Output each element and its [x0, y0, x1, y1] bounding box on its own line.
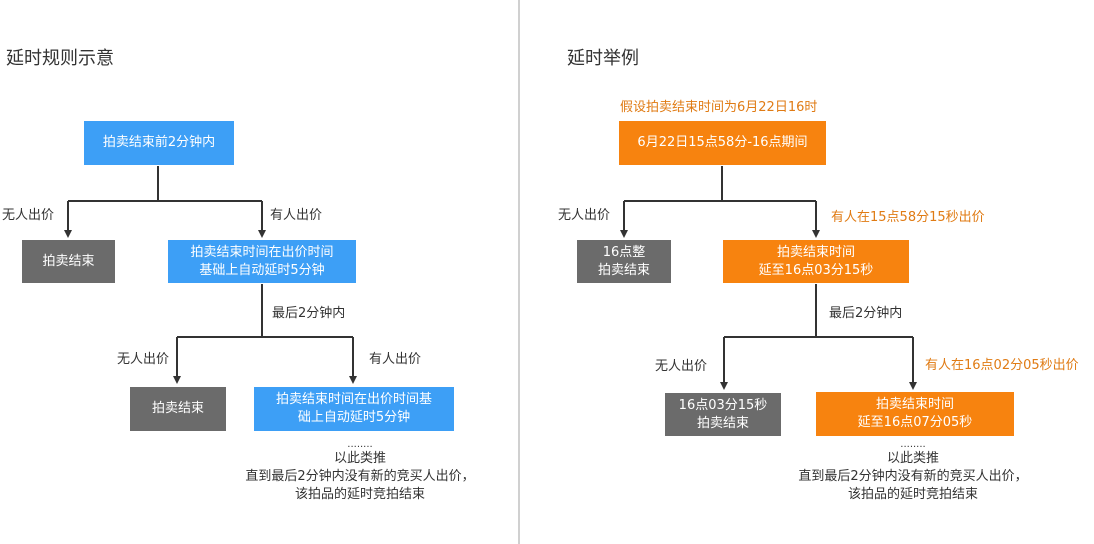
right-box-end-2-line2: 拍卖结束 [696, 415, 749, 431]
left-box-extend-2-line2: 础上自动延时5分钟 [297, 410, 411, 425]
right-box-end-1: 16点整 拍卖结束 [577, 240, 671, 283]
right-label-has-bid-2: 有人在16点02分05秒出价 [925, 358, 1079, 373]
left-box-end-1: 拍卖结束 [22, 240, 115, 283]
left-box-end-2-text: 拍卖结束 [151, 401, 204, 416]
left-label-has-bid-1: 有人出价 [270, 208, 323, 223]
left-note-line3: 该拍品的延时竞拍结束 [294, 487, 425, 502]
left-label-no-bid-1: 无人出价 [2, 208, 55, 223]
left-label-has-bid-2: 有人出价 [369, 352, 422, 367]
right-note-line2: 直到最后2分钟内没有新的竞买人出价， [798, 469, 1028, 484]
left-box-extend-1-line1: 拍卖结束时间在出价时间 [190, 244, 334, 260]
right-note-line3: 该拍品的延时竞拍结束 [847, 487, 978, 502]
right-box-end-2: 16点03分15秒 拍卖结束 [665, 393, 781, 436]
right-box-extend-1: 拍卖结束时间 延至16点03分15秒 [723, 240, 909, 283]
right-note: ........ 以此类推 直到最后2分钟内没有新的竞买人出价， 该拍品的延时竞… [758, 440, 1068, 504]
left-title: 延时规则示意 [6, 48, 114, 69]
right-title: 延时举例 [567, 48, 639, 69]
left-box-end-2: 拍卖结束 [130, 387, 226, 431]
right-note-line1: 以此类推 [886, 451, 939, 466]
right-label-has-bid-1: 有人在15点58分15秒出价 [831, 210, 985, 225]
left-label-last2: 最后2分钟内 [272, 306, 346, 321]
right-assume-text: 假设拍卖结束时间为6月22日16时 [620, 100, 818, 115]
left-box-top: 拍卖结束前2分钟内 [84, 121, 234, 165]
panel-divider [518, 0, 520, 544]
right-box-end-1-line2: 拍卖结束 [597, 262, 650, 278]
right-note-dots: ........ [900, 439, 926, 450]
left-box-end-1-text: 拍卖结束 [42, 253, 95, 269]
right-box-top-text: 6月22日15点58分-16点期间 [637, 135, 808, 150]
right-box-end-1-line1: 16点整 [602, 244, 646, 260]
left-box-extend-2-line1: 拍卖结束时间在出价时间基 [275, 392, 432, 407]
left-note: ........ 以此类推 直到最后2分钟内没有新的竞买人出价， 该拍品的延时竞… [205, 440, 515, 504]
left-box-extend-2: 拍卖结束时间在出价时间基 础上自动延时5分钟 [254, 387, 454, 431]
right-box-extend-2: 拍卖结束时间 延至16点07分05秒 [816, 392, 1014, 436]
left-box-top-text: 拍卖结束前2分钟内 [102, 135, 216, 150]
left-box-extend-1-line2: 基础上自动延时5分钟 [199, 262, 325, 278]
left-label-no-bid-2: 无人出价 [117, 352, 170, 367]
left-note-line2: 直到最后2分钟内没有新的竞买人出价， [245, 469, 475, 484]
right-box-extend-1-line2: 延至16点03分15秒 [758, 262, 874, 278]
left-note-dots: ........ [347, 439, 373, 450]
right-label-no-bid-2: 无人出价 [655, 359, 708, 374]
right-label-no-bid-1: 无人出价 [558, 208, 611, 223]
right-label-last2: 最后2分钟内 [829, 306, 903, 321]
right-box-extend-2-line1: 拍卖结束时间 [875, 397, 954, 412]
left-note-line1: 以此类推 [333, 451, 386, 466]
right-box-extend-1-line1: 拍卖结束时间 [776, 244, 855, 260]
right-box-top: 6月22日15点58分-16点期间 [619, 121, 826, 165]
left-box-extend-1: 拍卖结束时间在出价时间 基础上自动延时5分钟 [168, 240, 356, 283]
right-box-extend-2-line2: 延至16点07分05秒 [857, 415, 973, 430]
right-box-end-2-line1: 16点03分15秒 [678, 397, 768, 413]
